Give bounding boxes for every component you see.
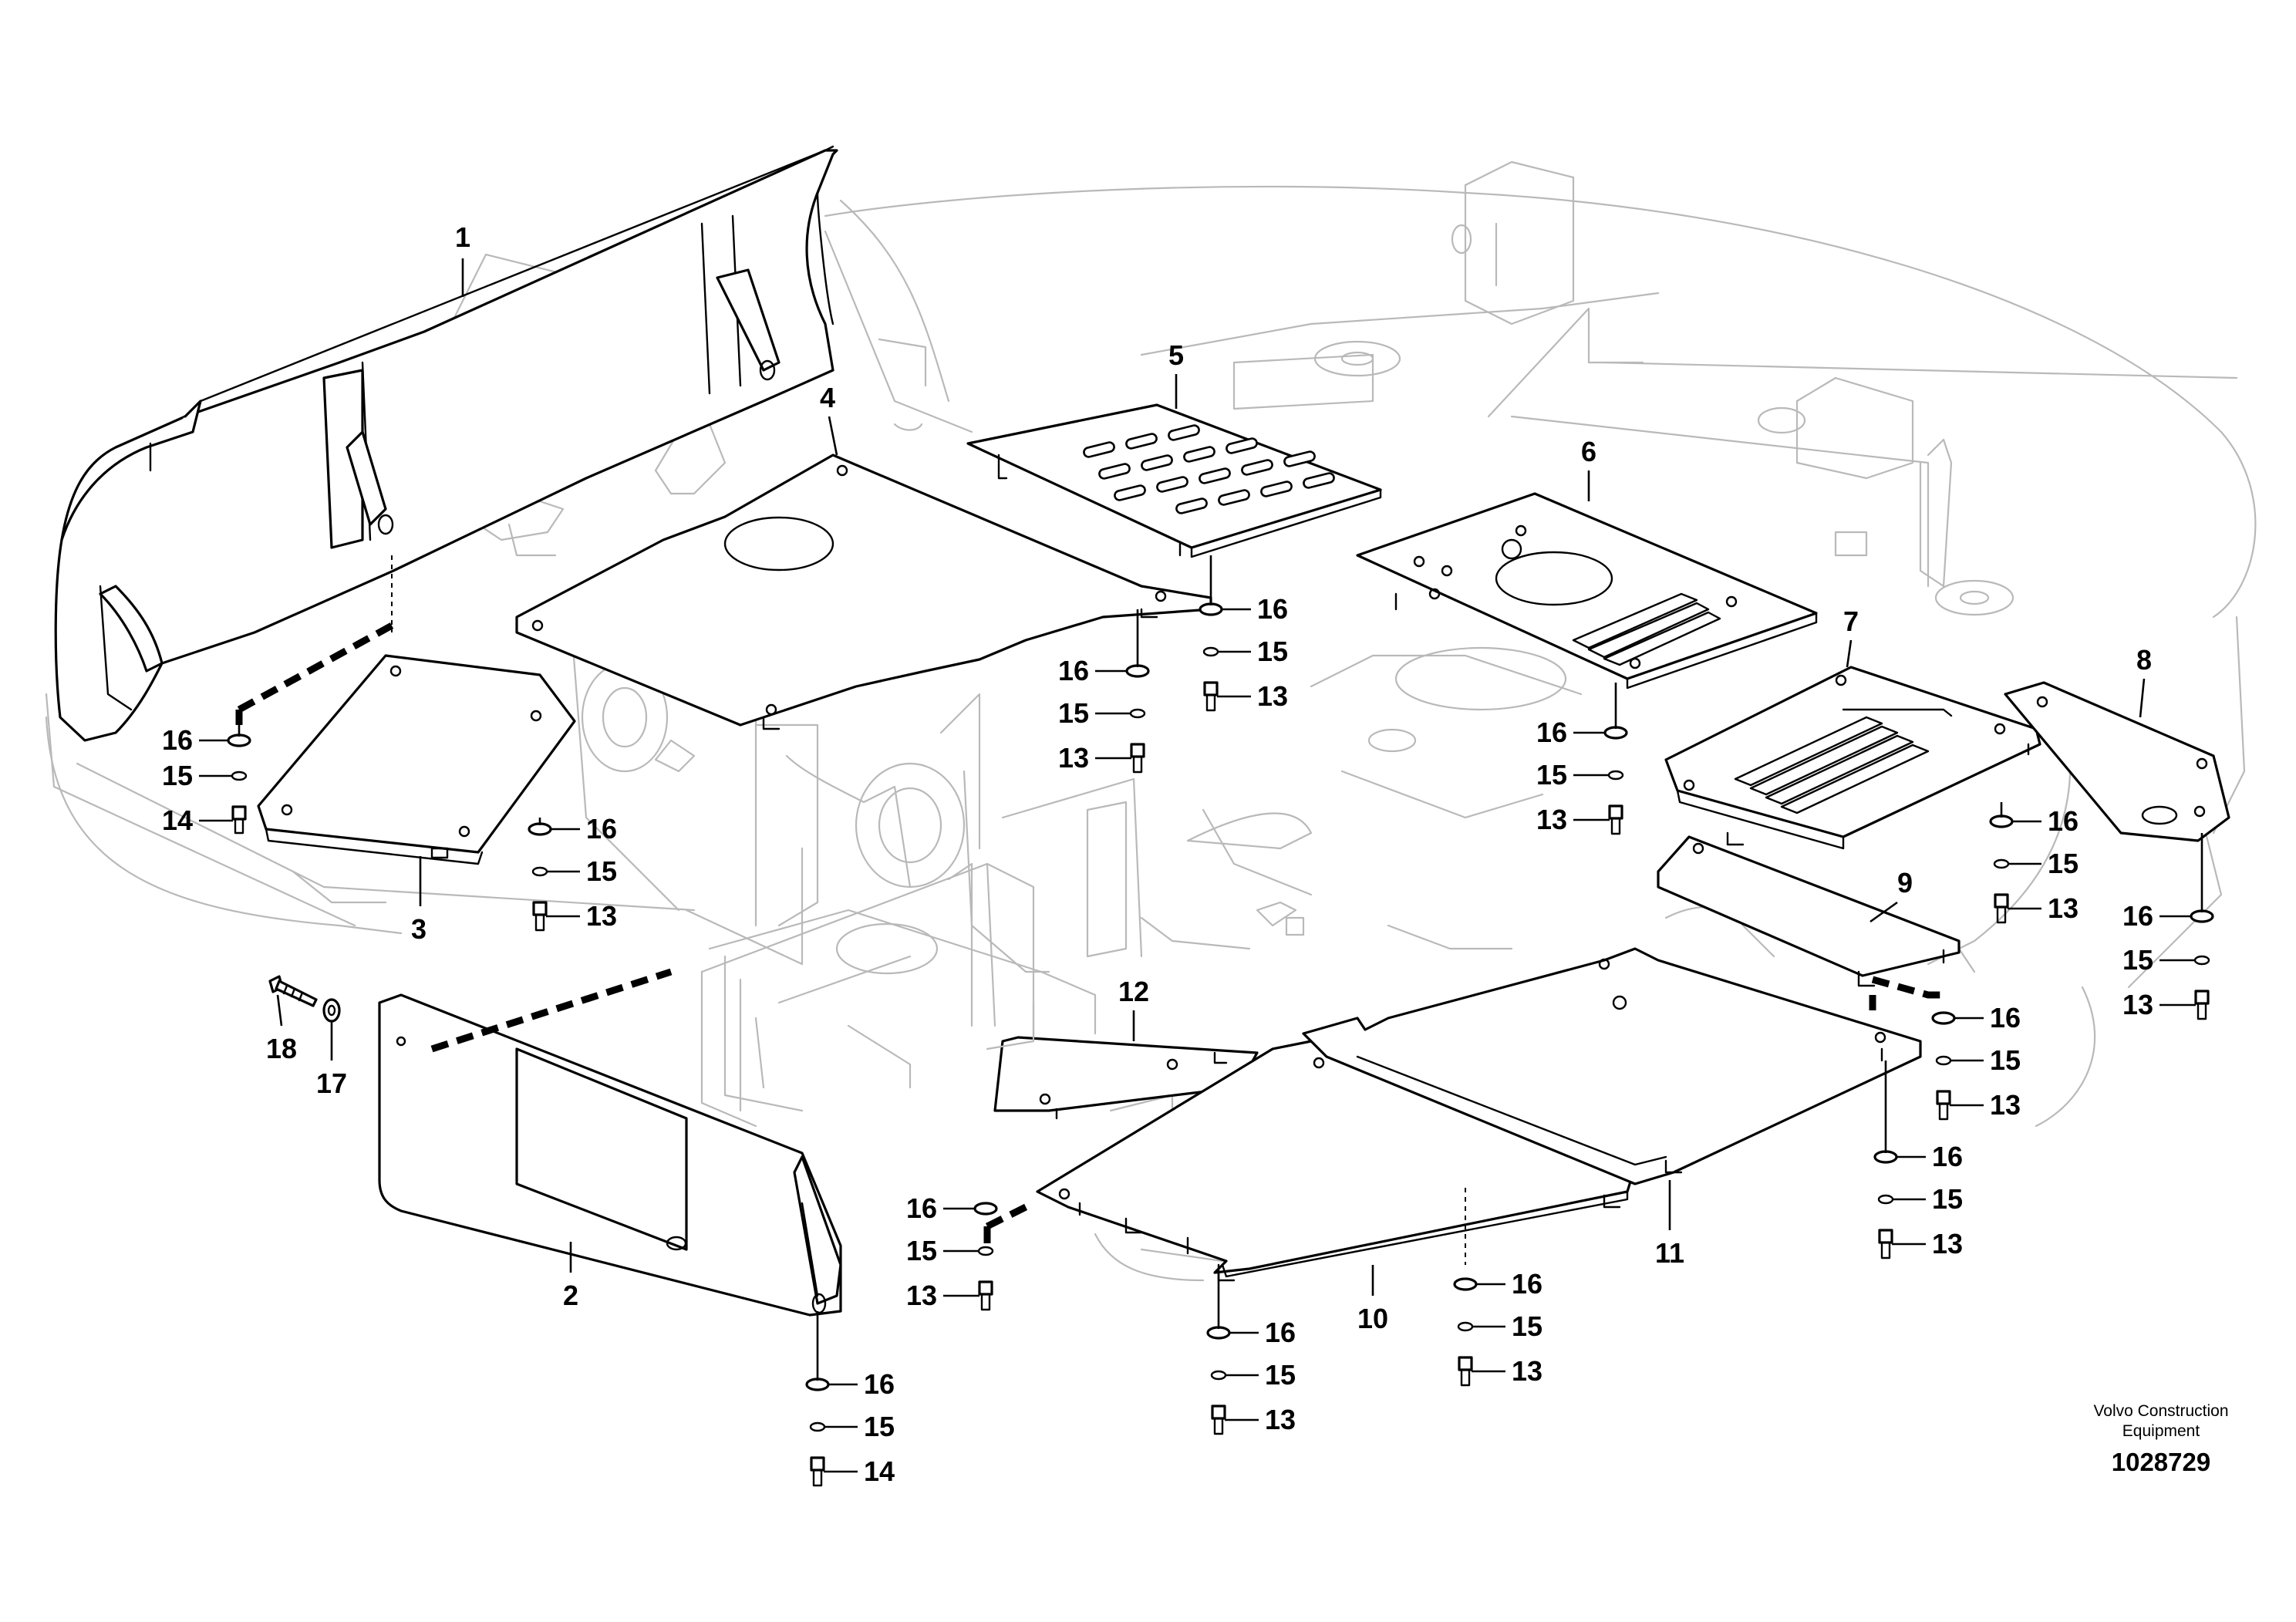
part-7-louvred-cover	[1664, 666, 2041, 850]
fastener-label-washer: 16	[2048, 805, 2079, 837]
bracket-assembly	[700, 862, 1035, 1128]
fastener-label-lock-washer: 15	[586, 855, 617, 887]
part-6-cover	[1356, 492, 1818, 690]
credit-block: Volvo Construction Equipment 1028729	[2093, 1402, 2228, 1476]
callout-1: 1	[455, 221, 470, 253]
fastener-label-washer: 16	[1932, 1141, 1963, 1172]
fastener-label-screw: 13	[1990, 1089, 2021, 1121]
part-11-floor-plate	[1302, 947, 1922, 1185]
fastener-label-lock-washer: 15	[864, 1411, 895, 1442]
callout-6: 6	[1581, 436, 1596, 467]
fastener-labels: 16 15 14 16 15 13 16 15 13 16 15 13 16 1…	[162, 593, 2153, 1487]
part-5-grille	[966, 403, 1382, 558]
callout-2: 2	[563, 1280, 578, 1311]
fastener-label-washer: 16	[1257, 593, 1288, 625]
callout-12: 12	[1118, 976, 1149, 1007]
fastener-label-screw: 13	[586, 900, 617, 932]
part-4-cover	[515, 454, 1212, 730]
callout-7: 7	[1843, 605, 1859, 637]
fastener-label-lock-washer: 15	[1265, 1359, 1296, 1391]
callout-10: 10	[1357, 1303, 1388, 1334]
callout-9: 9	[1897, 867, 1913, 899]
fastener-label-washer: 16	[2122, 900, 2153, 932]
fastener-label-washer: 16	[864, 1368, 895, 1400]
callouts: 1 4 5 6 7 8 9 12 10 11 2 3 18 17	[266, 221, 2152, 1334]
fastener-label-lock-washer: 15	[1512, 1310, 1542, 1342]
fastener-label-washer: 16	[162, 724, 193, 756]
fastener-label-lock-washer: 15	[1058, 697, 1089, 729]
part-3-cover	[257, 654, 576, 865]
fastener-label-screw: 13	[1536, 804, 1567, 835]
callout-18: 18	[266, 1033, 297, 1064]
callout-4: 4	[820, 382, 835, 413]
fastener-label-washer: 16	[1512, 1268, 1542, 1300]
fastener-label-screw: 14	[864, 1455, 895, 1487]
fastener-label-washer: 16	[1265, 1317, 1296, 1348]
bolt-18	[268, 975, 318, 1007]
part-8-plate	[2004, 681, 2230, 842]
fastener-label-screw: 13	[906, 1280, 937, 1311]
part-9-strip	[1657, 835, 1961, 987]
fastener-label-screw: 13	[1512, 1355, 1542, 1387]
part-2-side-cover	[378, 993, 842, 1317]
fastener-label-lock-washer: 15	[162, 760, 193, 791]
fastener-label-washer: 16	[1990, 1002, 2021, 1034]
assembly-paths	[235, 555, 1944, 1265]
fastener-label-lock-washer: 15	[1536, 759, 1567, 791]
fastener-label-screw: 14	[162, 804, 193, 836]
fastener-label-lock-washer: 15	[2048, 848, 2079, 879]
fastener-label-washer: 16	[906, 1192, 937, 1224]
fastener-label-screw: 13	[2122, 989, 2153, 1020]
washer-17	[322, 998, 341, 1023]
fastener-washers-bolts	[227, 555, 2214, 1487]
fastener-label-screw: 13	[1932, 1228, 1963, 1259]
part-1-rear-guard	[54, 145, 838, 742]
fastener-label-screw: 13	[1265, 1404, 1296, 1435]
fastener-label-washer: 16	[1536, 717, 1567, 748]
fastener-label-screw: 13	[1058, 742, 1089, 774]
fastener-label-lock-washer: 15	[1257, 636, 1288, 667]
credit-line-2: Equipment	[2122, 1422, 2200, 1440]
callout-5: 5	[1168, 339, 1184, 371]
fastener-label-washer: 16	[586, 813, 617, 845]
document-number: 1028729	[2112, 1448, 2210, 1476]
callout-8: 8	[2136, 644, 2152, 676]
credit-line-1: Volvo Construction	[2093, 1402, 2228, 1420]
callout-17: 17	[316, 1067, 347, 1099]
fastener-label-lock-washer: 15	[906, 1235, 937, 1266]
part-5-slots	[1083, 424, 1335, 514]
fastener-label-screw: 13	[2048, 892, 2079, 924]
fastener-label-screw: 13	[1257, 680, 1288, 712]
fastener-label-lock-washer: 15	[1990, 1044, 2021, 1076]
callout-3: 3	[411, 913, 426, 945]
callout-leaders	[199, 258, 2196, 1473]
callout-11: 11	[1655, 1237, 1684, 1269]
fastener-label-washer: 16	[1058, 655, 1089, 686]
part-7-louvres	[1734, 708, 1953, 814]
fastener-label-lock-washer: 15	[2122, 944, 2153, 976]
fastener-label-lock-washer: 15	[1932, 1183, 1963, 1215]
